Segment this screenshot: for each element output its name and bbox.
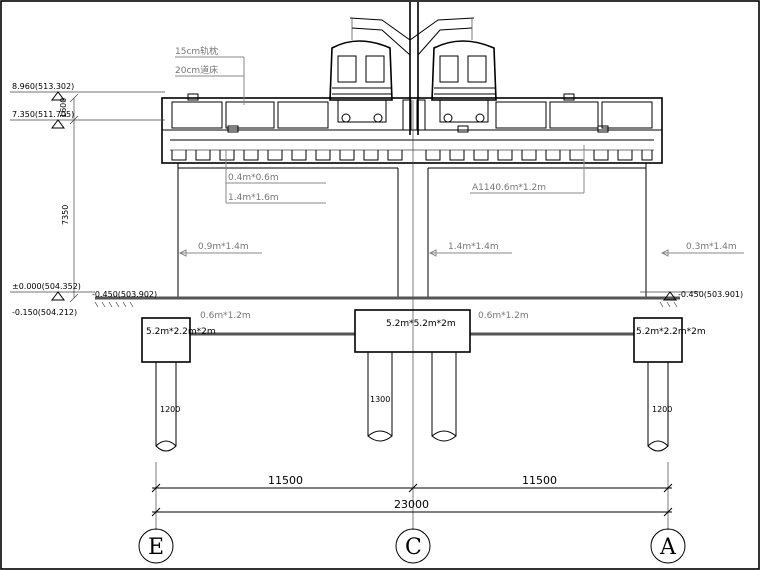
axis-bubble-e [138,528,174,564]
bridge-deck [161,93,663,164]
pier-height-label: 7350 [61,205,70,225]
col-left-label: 0.9m*1.4m [198,242,249,252]
elevation-markers [10,91,700,303]
train-right [431,40,497,123]
ground-line [94,296,680,308]
pile-right-label: 1200 [652,405,672,414]
dimension-lines [151,462,673,530]
cap-right-label: 5.2m*2.2m*2m [636,327,706,337]
cap-center-label: 5.2m*5.2m*2m [386,319,456,329]
total-span-dimension: 23000 [394,498,429,511]
col-center-label: 1.4m*1.4m [448,242,499,252]
piles [155,352,669,452]
cap-mark-right: -0.450(503.901) [678,290,743,299]
catenary-structure [349,2,475,135]
pile-center-label: 1300 [370,395,390,404]
tie-right-label: 0.6m*1.2m [478,311,529,321]
axis-label-c: C [405,535,422,560]
cap-mark-left: -0.450(503.902) [92,290,157,299]
left-span-dimension: 11500 [268,474,303,487]
axis-label-a: A [659,535,677,560]
rail-top-elevation: 8.960(513.302) [12,82,74,91]
axis-label-e: E [148,535,164,560]
axis-bubble-c [395,528,431,564]
pile-cap-right [633,317,683,363]
beam-04-label: 0.4m*0.6m [228,173,279,183]
right-span-dimension: 11500 [522,474,557,487]
tie-left-label: 0.6m*1.2m [200,311,251,321]
pile-cap-left [141,317,191,363]
axis-bubble-a [650,528,686,564]
rail-15-label: 15cm轨枕 [175,45,218,57]
beam-top-elevation: 7.350(511.705) [12,110,74,119]
cap-top-left-elevation: -0.150(504.212) [12,308,77,317]
beam-14-label: 1.4m*1.6m [228,193,279,203]
ground-elevation: ±0.000(504.352) [12,282,81,291]
pile-cap-center [354,309,471,353]
side-height-label: 1600 [59,98,68,118]
leader-lines [175,56,744,257]
cap-left-label: 5.2m*2.2m*2m [146,327,216,337]
col-right-label: 0.3m*1.4m [686,242,737,252]
col-right-callout: A1140.6m*1.2m [472,183,546,193]
rail-20-label: 20cm道床 [175,64,218,76]
train-left [329,40,393,123]
pile-left-label: 1200 [160,405,180,414]
